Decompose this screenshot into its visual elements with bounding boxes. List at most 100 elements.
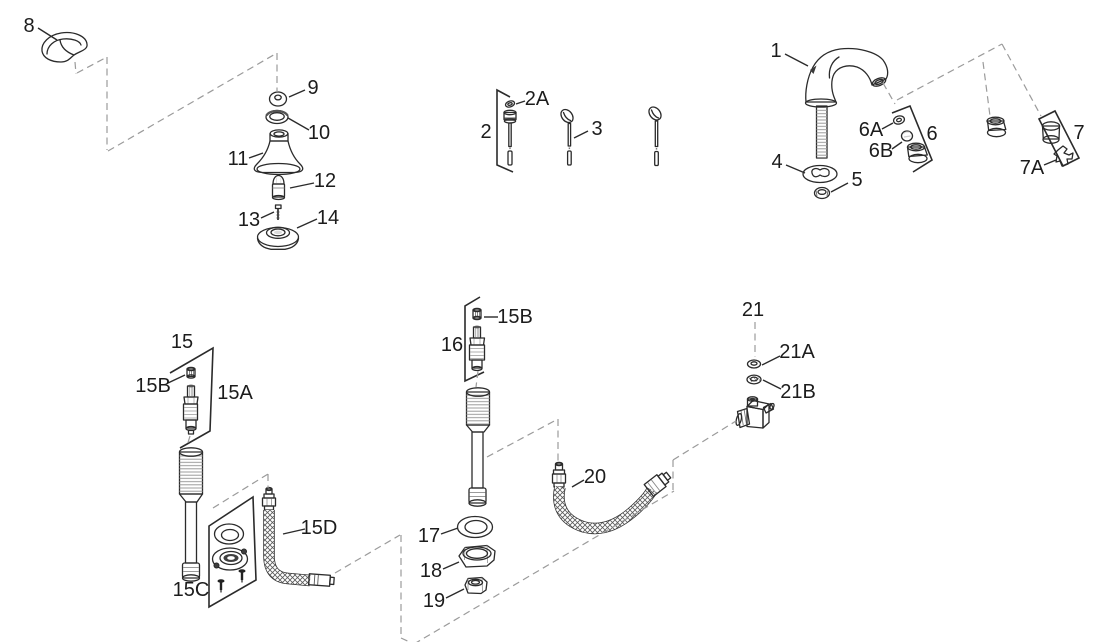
mounting-nut-5 (813, 186, 831, 200)
bracket-plane-15a (169, 346, 214, 449)
leader-line-7A (1043, 159, 1057, 166)
part-label-3: 3 (591, 118, 602, 140)
screen-washer-21b (746, 374, 762, 385)
leader-line-4 (785, 164, 806, 174)
part-label-16: 16 (441, 334, 463, 356)
set-screw-15b-left (186, 366, 196, 379)
part-label-21: 21 (742, 299, 764, 321)
cartridge-15a (182, 384, 199, 435)
leader-line-3 (573, 130, 589, 139)
aerator-key-7a (1053, 145, 1074, 167)
leader-line-17 (440, 527, 459, 535)
bracket-plane-6 (891, 104, 933, 173)
assembly-dashed-line (882, 82, 896, 105)
lift-rod-3 (560, 108, 574, 166)
valve-body-15 (178, 447, 204, 582)
assembly-dashed-line (74, 61, 77, 75)
part-label-13: 13 (238, 209, 260, 231)
lift-rod-2 (503, 109, 517, 166)
coupling-nut-19 (464, 576, 488, 595)
part-label-18: 18 (420, 560, 442, 582)
handle-lever-8 (41, 31, 88, 63)
part-label-10: 10 (308, 122, 330, 144)
assembly-dashed-lines (74, 43, 1042, 642)
part-label-15: 15 (171, 331, 193, 353)
assembly-dashed-line (186, 435, 191, 447)
part-label-15D: 15D (301, 517, 338, 539)
assembly-dashed-line (400, 637, 412, 642)
gasket-4 (802, 164, 838, 184)
part-label-6B: 6B (869, 140, 893, 162)
part-label-15B-right: 15B (497, 306, 533, 328)
leader-line-14 (296, 218, 318, 229)
part-label-7A: 7A (1020, 157, 1045, 179)
part-label-15C: 15C (173, 579, 210, 601)
assembly-dashed-line (1001, 43, 1042, 117)
set-screw-15b-right (472, 307, 482, 321)
leader-line-20 (571, 479, 585, 488)
leader-line-13 (260, 211, 275, 219)
aerator-insert (986, 116, 1007, 138)
part-label-9: 9 (307, 77, 318, 99)
washer-9 (268, 91, 288, 107)
leader-line-8 (37, 27, 58, 41)
washer-21a (746, 359, 762, 369)
stem-adapter-12 (271, 174, 286, 201)
part-label-17: 17 (418, 525, 440, 547)
spout-1 (804, 47, 889, 159)
assembly-dashed-line (334, 534, 401, 574)
washer-6a (892, 115, 906, 125)
leader-line-21B (762, 379, 782, 390)
leader-line-9 (288, 89, 306, 98)
assembly-dashed-line (486, 418, 559, 458)
part-label-8: 8 (23, 15, 34, 37)
part-label-12: 12 (314, 170, 336, 192)
aerator-6 (906, 142, 928, 164)
leader-line-2A (515, 100, 526, 105)
flange-gasket-15c (211, 547, 249, 571)
part-label-19: 19 (423, 590, 445, 612)
assembly-dashed-line (416, 490, 675, 642)
escutcheon-bell-11 (253, 129, 304, 176)
leader-line-5 (830, 182, 849, 193)
part-label-4: 4 (771, 151, 782, 173)
part-label-21A: 21A (779, 341, 815, 363)
lift-rod-spare (648, 106, 662, 167)
valve-body-16 (465, 387, 491, 507)
part-label-1: 1 (770, 40, 781, 62)
screw-6b (900, 130, 914, 142)
part-label-7: 7 (1073, 122, 1084, 144)
part-label-5: 5 (851, 169, 862, 191)
bracket-plane-2 (496, 88, 514, 173)
leader-line-6A (881, 122, 894, 130)
part-label-2: 2 (480, 121, 491, 143)
assembly-dashed-line (76, 56, 108, 74)
part-label-21B: 21B (780, 381, 816, 403)
leader-line-19 (445, 588, 465, 599)
washer-17 (456, 515, 494, 539)
bracket-plane-16 (464, 296, 485, 383)
bracket-plane-7 (1037, 109, 1081, 168)
assembly-dashed-line (475, 370, 479, 388)
screw-13 (274, 204, 282, 220)
part-label-20: 20 (584, 466, 606, 488)
leader-line-12 (289, 182, 315, 189)
assembly-dashed-line (107, 52, 278, 152)
assembly-dashed-line (896, 43, 1003, 101)
washer-15c (213, 523, 245, 545)
part-label-11: 11 (228, 148, 249, 170)
assembly-dashed-line (212, 473, 269, 509)
cartridge-16 (468, 325, 486, 372)
leader-line-6B (891, 141, 903, 150)
base-flange-14 (256, 226, 300, 250)
leader-line-10 (287, 117, 310, 131)
ring-10 (265, 109, 289, 125)
part-label-15B-left: 15B (135, 375, 171, 397)
tee-fitting-21 (735, 396, 775, 429)
part-label-2A: 2A (525, 88, 550, 110)
leader-line-18 (442, 561, 460, 570)
leader-line-21A (761, 355, 781, 366)
